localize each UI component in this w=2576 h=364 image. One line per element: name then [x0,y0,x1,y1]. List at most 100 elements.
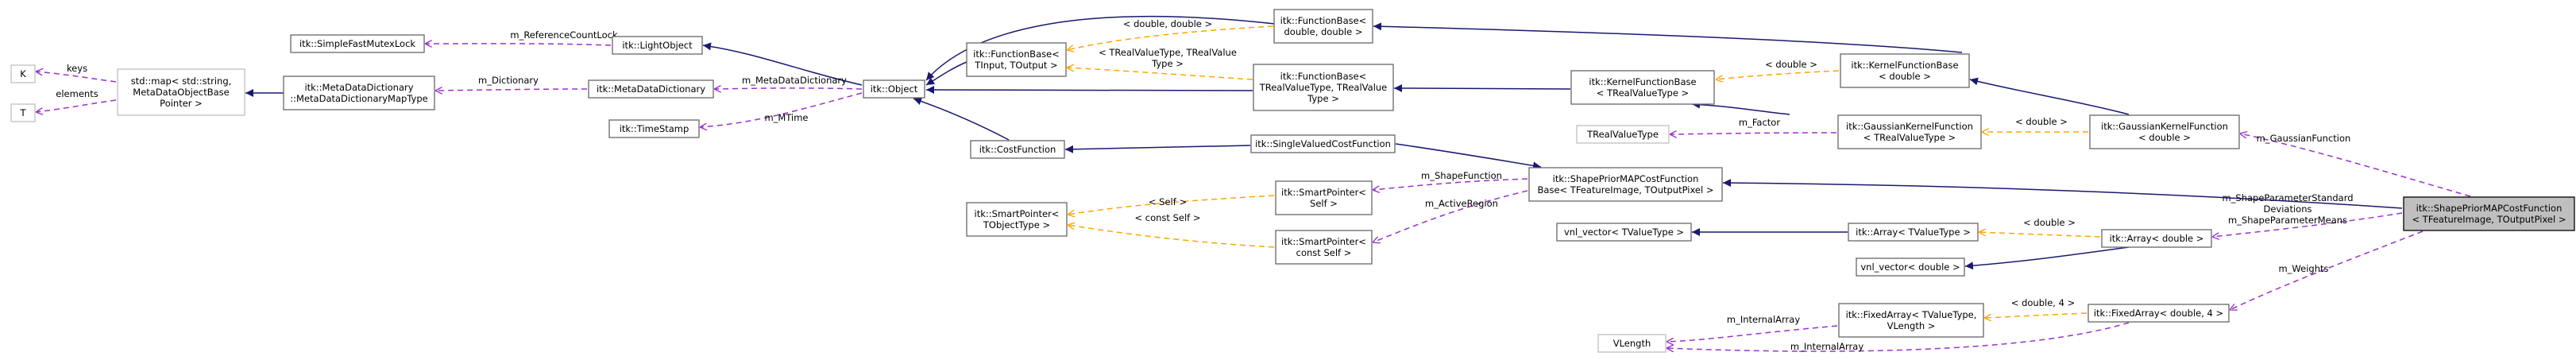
edges-layer: keys elements m_ReferenceCountLock m_Dictio… [36,15,2471,352]
edge-double4-tpl: < double, 4 > [1984,297,2087,318]
node-label: itk::SmartPointer<const Self > [1281,236,1366,258]
class-node-kernel-function-base-t[interactable]: itk::KernelFunctionBase< TRealValueType … [1570,70,1715,105]
edge-weights: m_Weights [2230,230,2423,310]
edge-label: m_InternalArray [1790,341,1863,352]
node-box [2403,196,2575,231]
node-box [117,68,245,116]
class-node-array-t[interactable]: itk::Array< TValueType > [1848,223,1979,242]
edge-line [1666,325,1838,342]
node-label: itk::KernelFunctionBase< double > [1851,60,1958,82]
class-node-simple-fast-mutex-lock[interactable]: itk::SimpleFastMutexLock [290,34,425,53]
node-label: itk::SmartPointer<TObjectType > [975,208,1060,230]
edge-factor: m_Factor [1670,117,1837,134]
class-node-smart-pointer-t-object[interactable]: itk::SmartPointer<TObjectType > [966,202,1068,237]
edge-arrayDouble-tpl: < double > [1979,217,2101,238]
node-box [1576,125,1670,144]
edge-line [913,97,1010,141]
edge-label: m_MTime [764,112,808,123]
edge-line [1716,70,1840,79]
class-node-smart-pointer-const-self[interactable]: itk::SmartPointer<const Self > [1275,230,1373,265]
edge-functionbasedouble-inherit [925,15,1276,81]
node-label: K [20,68,26,79]
node-label: itk::TimeStamp [620,123,689,134]
node-box [1597,334,1666,353]
node-label: itk::FunctionBase<TInput, TOutput > [973,48,1060,71]
node-box [283,76,435,110]
class-node-gaussian-kernel-t[interactable]: itk::GaussianKernelFunction< TRealValueT… [1837,114,1982,149]
class-node-light-object[interactable]: itk::LightObject [612,36,703,55]
class-node-function-base-t-input[interactable]: itk::FunctionBase<TInput, TOutput > [966,42,1067,77]
edge-kerneldouble-inherit2 [1373,22,1963,53]
class-node-shape-prior-m-a-p[interactable]: itk::ShapePriorMAPCostFunction< TFeature… [2403,196,2575,231]
class-node-fixed-array-double[interactable]: itk::FixedArray< double, 4 > [2087,304,2230,323]
edge-label: m_ActiveRegion [1425,198,1498,209]
edge-line [1067,68,1253,80]
node-label: itk::LightObject [622,40,693,51]
edge-constself-tpl: < const Self > [1068,212,1275,248]
edge-kernelbasedouble-inherit [1969,77,2130,115]
node-box [1856,258,1965,277]
node-box [1570,70,1715,105]
class-node-time-stamp[interactable]: itk::TimeStamp [608,119,700,138]
edge-internalarray1: m_InternalArray [1666,314,1838,342]
edge-functionbasetinput-inherit [925,61,967,86]
edge-mtime: m_MTime [700,92,863,127]
class-node-fixed-array-t[interactable]: itk::FixedArray< TValueType,VLength > [1838,303,1984,338]
edge-line [1670,133,1837,134]
edge-label: m_MetaDataDictionary [742,75,847,86]
class-node-object[interactable]: itk::Object [863,79,925,99]
edge-doubleDouble-tpl: < double, double > [1067,18,1274,50]
edge-internalarray2: m_InternalArray [1666,322,2130,352]
node-box [1275,180,1373,215]
node-box [290,34,425,53]
node-label: itk::Array< double > [2110,233,2204,244]
node-box [1250,134,1396,153]
class-node-function-base-double[interactable]: itk::FunctionBase<double, double > [1273,9,1373,44]
edge-label: < double, 4 > [2011,297,2075,308]
node-box [966,42,1067,77]
node-box [612,36,703,55]
class-node-vnl-vector-double[interactable]: vnl_vector< double > [1856,258,1965,277]
edge-line [1068,225,1275,248]
node-box [1273,9,1373,44]
edge-label: keys [67,63,87,74]
edge-label: < const Self > [1134,212,1200,223]
class-node--t: T [10,103,36,122]
node-box [1838,303,1984,338]
class-node-single-valued-cost-function[interactable]: itk::SingleValuedCostFunction [1250,134,1396,153]
class-node-vnl-vector-t[interactable]: vnl_vector< TValueType > [1556,223,1692,242]
edge-label: elements [56,88,98,99]
node-label: itk::CostFunction [979,144,1056,155]
class-node-function-base-t-real[interactable]: itk::FunctionBase<TRealValueType, TRealV… [1253,64,1394,111]
edge-dictionary: m_Dictionary [435,75,588,91]
edge-base-inherit [1722,179,2403,209]
class-node-smart-pointer-self[interactable]: itk::SmartPointer<Self > [1275,180,1373,215]
class-node-meta-data-dict-map-type[interactable]: itk::MetaDataDictionary::MetaDataDiction… [283,76,435,110]
edge-label: < Self > [1149,196,1187,207]
class-node-stdmap: std::map< std::string,MetaDataObjectBase… [117,68,245,116]
node-label: TRealValueType [1586,129,1659,140]
edge-metadatadictionary: m_MetaDataDictionary [714,75,863,89]
edge-line [1373,190,1528,242]
node-box [2087,304,2230,323]
edge-label: m_InternalArray [1727,314,1800,325]
class-node-cost-function[interactable]: itk::CostFunction [970,140,1065,159]
node-label: itk::SmartPointer<Self > [1281,187,1366,209]
edge-line [1395,143,1542,170]
class-node-meta-data-dictionary[interactable]: itk::MetaDataDictionary [588,79,714,99]
class-node-array-double[interactable]: itk::Array< double > [2101,229,2212,248]
edge-label: < double > [2015,116,2068,127]
class-node-kernel-function-base-double[interactable]: itk::KernelFunctionBase< double > [1840,53,1970,88]
edge-line [1393,84,1571,93]
edge-line [425,44,612,45]
node-box [1528,167,1723,202]
edge-line [435,89,588,91]
class-node-gaussian-kernel-double[interactable]: itk::GaussianKernelFunction< double > [2089,114,2240,149]
edge-label: m_ReferenceCountLock [510,29,618,41]
edge-line [925,86,1253,95]
